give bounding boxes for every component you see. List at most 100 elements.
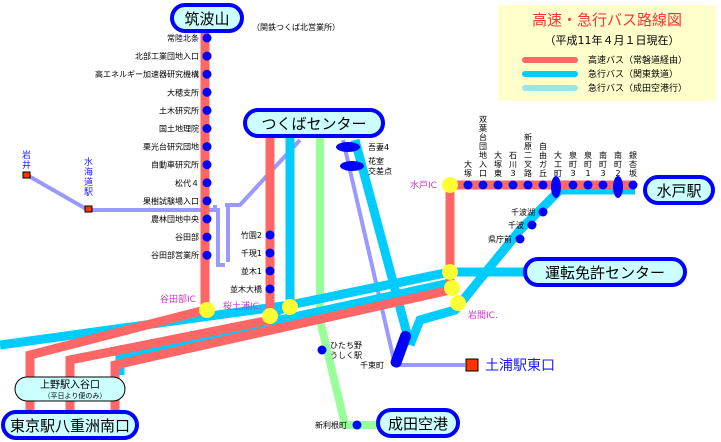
- stop-label: 町: [584, 160, 592, 169]
- stop-marker[interactable]: [202, 124, 212, 133]
- stop-marker[interactable]: [202, 160, 212, 170]
- stop-label: 千現1: [241, 248, 262, 258]
- stop-marker[interactable]: [568, 180, 578, 190]
- stop-label: 国土地理院: [159, 124, 199, 134]
- stop-senzokucho[interactable]: [389, 329, 412, 368]
- stop-marker[interactable]: [202, 250, 212, 260]
- station-mitsukaido[interactable]: [84, 205, 93, 213]
- stop-marker[interactable]: [478, 180, 488, 190]
- stop-label: 塚: [464, 169, 472, 178]
- stop-label: 大穂支所: [167, 87, 199, 97]
- stop-daikumachi[interactable]: [551, 176, 561, 198]
- stop-marker[interactable]: [202, 87, 212, 97]
- stop-label: 地: [479, 150, 487, 160]
- terminal-ueno[interactable]: 上野駅入谷口 （平日より便のみ）: [14, 376, 126, 402]
- stop-marker[interactable]: [493, 180, 503, 190]
- stop-label: 二: [524, 151, 532, 160]
- stop-label: 竹園2: [241, 230, 262, 240]
- stop-label: 泉: [569, 150, 577, 160]
- stop-label: 新: [524, 132, 532, 142]
- station-tsuchiura[interactable]: [465, 358, 479, 372]
- stop-marker[interactable]: [628, 180, 638, 190]
- stop-marker[interactable]: [508, 180, 518, 190]
- stop-marker[interactable]: [202, 214, 212, 224]
- stop-label: 谷田部: [175, 232, 199, 242]
- stop-label: 吾妻4: [368, 142, 389, 152]
- stop-shintone[interactable]: [352, 420, 362, 430]
- stop-marker[interactable]: [523, 180, 533, 190]
- stop-label: 入: [479, 160, 487, 169]
- stop-minamimachi2[interactable]: [613, 176, 623, 198]
- station-label: 道: [84, 176, 93, 188]
- stop-marker[interactable]: [202, 196, 212, 206]
- stop-marker[interactable]: [515, 234, 525, 244]
- stop-label: 果樹試験場入口: [143, 196, 199, 206]
- legend-item: 急行バス（関東鉄道）: [588, 68, 678, 80]
- station-label: 井: [22, 159, 31, 171]
- stop-label: 坂: [629, 168, 637, 178]
- stop-label: 1: [585, 169, 590, 178]
- ic-label: 水戸IC: [410, 179, 437, 191]
- stop-marker[interactable]: [538, 207, 548, 217]
- stop-marker[interactable]: [527, 220, 537, 230]
- stop-marker[interactable]: [265, 248, 275, 258]
- stop-label: 大: [494, 150, 502, 160]
- terminal-mito[interactable]: 水戸駅: [643, 175, 715, 205]
- ic-markers: [199, 177, 466, 324]
- stop-hitachino-ushiku[interactable]: [317, 345, 327, 355]
- stop-label: 県庁前: [488, 234, 512, 244]
- stop-marker[interactable]: [202, 232, 212, 242]
- terminal-tsukuba-center[interactable]: つくばセンター: [243, 108, 385, 138]
- stop-label: 団: [479, 142, 487, 151]
- stop-marker[interactable]: [202, 142, 212, 152]
- stop-hanamuro[interactable]: [340, 161, 364, 171]
- stop-label: 土木研究所: [159, 105, 199, 115]
- stop-label: 常陸北条: [167, 33, 199, 43]
- stop-marker[interactable]: [202, 105, 212, 115]
- stop-label: 交差点: [368, 166, 392, 176]
- station-iwai[interactable]: [22, 171, 31, 179]
- mito-line-stops: 大塚双葉台団地入口大塚東石川3新原二叉路自由ガ丘大工町泉町3泉町1南町3南町2銀…: [463, 115, 638, 190]
- stop-marker[interactable]: [202, 178, 212, 188]
- stop-marker[interactable]: [202, 33, 212, 43]
- stop-label: 3: [570, 169, 575, 178]
- terminal-label: 成田空港: [388, 415, 448, 433]
- terminal-tokyo[interactable]: 東京駅八重洲南口: [1, 410, 139, 440]
- terminal-note: （関鉄つくば北営業所）: [252, 22, 340, 32]
- stop-label: 杏: [629, 159, 637, 169]
- terminal-narita[interactable]: 成田空港: [376, 408, 460, 438]
- stop-marker[interactable]: [265, 284, 275, 294]
- stop-marker[interactable]: [202, 51, 212, 61]
- stop-label: 3: [510, 169, 515, 178]
- stop-marker[interactable]: [265, 266, 275, 276]
- stop-marker[interactable]: [265, 230, 275, 240]
- legend-subtitle: （平成11年４月１日現在）: [545, 33, 680, 47]
- terminal-note: （平日より便のみ）: [44, 391, 107, 400]
- stop-marker[interactable]: [463, 180, 473, 190]
- terminal-label: つくばセンター: [261, 115, 366, 133]
- stop-label: 銀: [629, 150, 637, 160]
- stop-label: 南: [599, 150, 607, 160]
- ic-label: 桜土浦IC.: [223, 300, 262, 312]
- stop-label: 2: [615, 169, 620, 178]
- stop-label: 台: [479, 132, 487, 142]
- stop-label: 大: [554, 150, 562, 160]
- stop-label: 花室: [368, 156, 384, 166]
- legend-item: 高速バス（常磐道経由）: [588, 54, 687, 66]
- stop-label: 北部工業団地入口: [135, 51, 199, 61]
- stop-marker[interactable]: [598, 180, 608, 190]
- stop-marker[interactable]: [583, 180, 593, 190]
- terminal-tsukubasan[interactable]: 筑波山: [170, 3, 244, 33]
- stop-marker[interactable]: [202, 69, 212, 79]
- terminal-tsuchiura[interactable]: 土浦駅東口: [485, 358, 555, 374]
- station-label: 水: [84, 156, 93, 168]
- stop-label: 口: [479, 169, 487, 178]
- terminal-menkyo[interactable]: 運転免許センター: [523, 257, 687, 287]
- stop-label: 新利根町: [315, 420, 347, 430]
- stop-label: 自動車研究所: [151, 160, 199, 170]
- stop-label: 町: [569, 160, 577, 169]
- stop-marker[interactable]: [538, 180, 548, 190]
- stop-azuma4[interactable]: [336, 142, 360, 152]
- stop-label: 路: [524, 168, 532, 178]
